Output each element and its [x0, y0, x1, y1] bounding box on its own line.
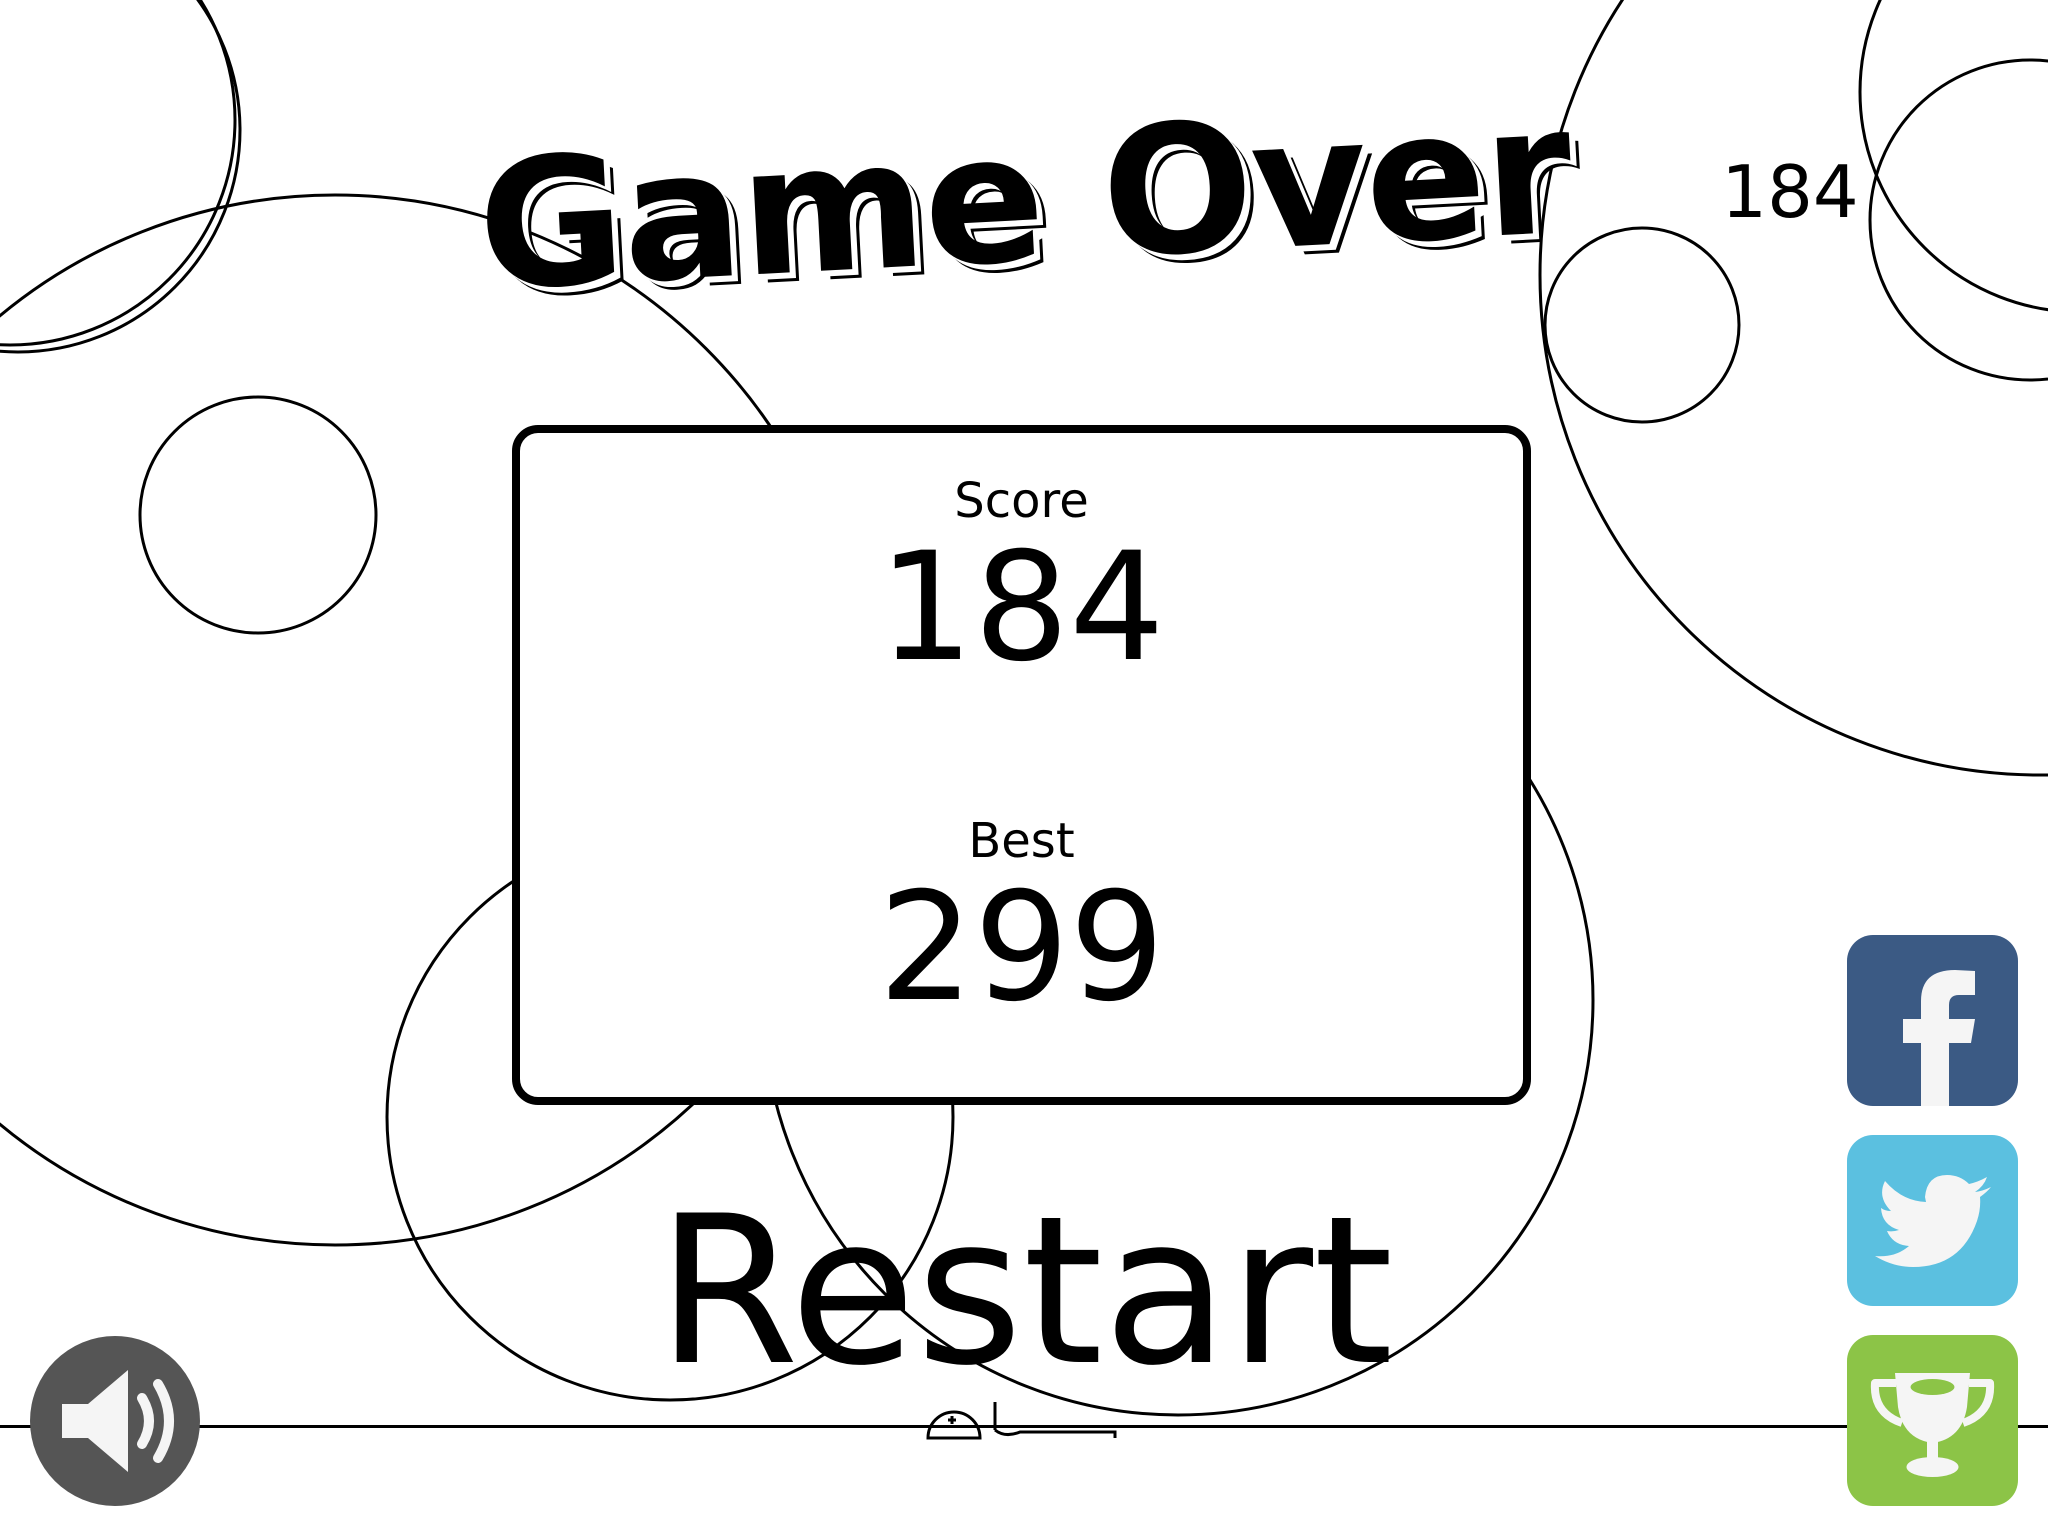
trophy-icon: [1870, 1373, 1995, 1477]
speaker-volume-icon: [62, 1370, 174, 1472]
facebook-share-button[interactable]: [1847, 935, 2018, 1106]
bg-circle: [0, 0, 242, 354]
bg-circle: [1868, 58, 2048, 382]
best-value: 299: [878, 861, 1165, 1035]
bg-circle: [1543, 226, 1741, 424]
leaderboard-button[interactable]: [1847, 1335, 2018, 1506]
facebook-icon: [1903, 970, 1975, 1106]
restart-button[interactable]: Restart: [656, 1173, 1394, 1411]
score-value: 184: [878, 521, 1165, 695]
ground-line: [0, 1425, 2048, 1428]
twitter-share-button[interactable]: [1847, 1135, 2018, 1306]
bg-circle: [138, 395, 378, 635]
bg-circle: [0, 0, 237, 347]
bg-circle: [1538, 0, 2048, 777]
best-label: Best: [968, 813, 1075, 869]
bg-circle: [1858, 0, 2048, 312]
sound-toggle-button[interactable]: [30, 1336, 200, 1506]
results-panel: Score 184 Best 299: [512, 425, 1531, 1105]
score-label: Score: [954, 473, 1089, 529]
runner-character: [926, 1402, 1117, 1440]
twitter-bird-icon: [1875, 1175, 1991, 1267]
current-score-counter: 184: [1721, 150, 1859, 234]
